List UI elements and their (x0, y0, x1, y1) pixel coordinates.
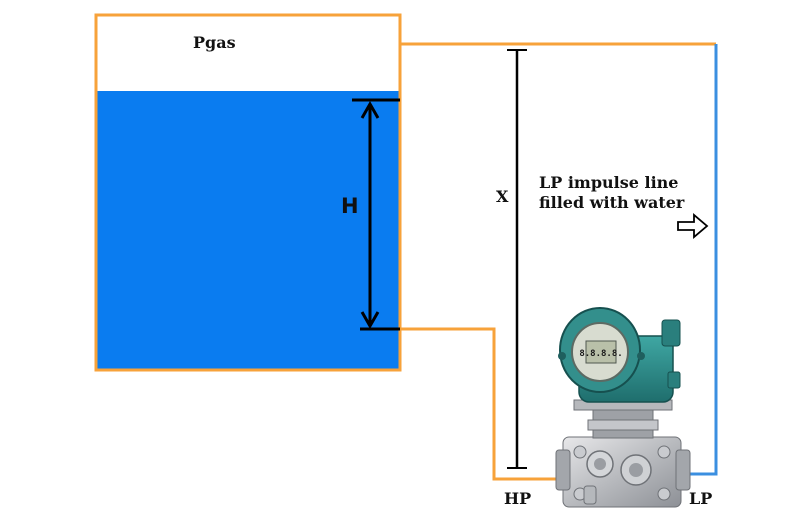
lp-impulse-line-label-line2: filled with water (539, 193, 685, 212)
distance-dimension (507, 49, 527, 469)
lp-port-label: LP (689, 489, 713, 508)
lp-impulse-line (684, 44, 718, 476)
transmitter-display-readout: 8.8.8.8. (579, 349, 622, 359)
hp-impulse-line (400, 327, 560, 481)
pressure-transmitter-icon (555, 307, 691, 508)
lp-impulse-line-label: LP impulse line filled with water (539, 173, 684, 213)
hp-port-label: HP (504, 489, 532, 508)
distance-label: X (496, 187, 509, 206)
liquid-fill (97, 91, 400, 369)
height-label: H (341, 194, 359, 218)
gas-pressure-label: Pgas (193, 33, 236, 52)
lp-impulse-line-label-line1: LP impulse line (539, 173, 679, 192)
tank-outline (94, 13, 402, 372)
height-dimension (352, 98, 400, 331)
outline-right-arrow-icon (677, 213, 709, 239)
